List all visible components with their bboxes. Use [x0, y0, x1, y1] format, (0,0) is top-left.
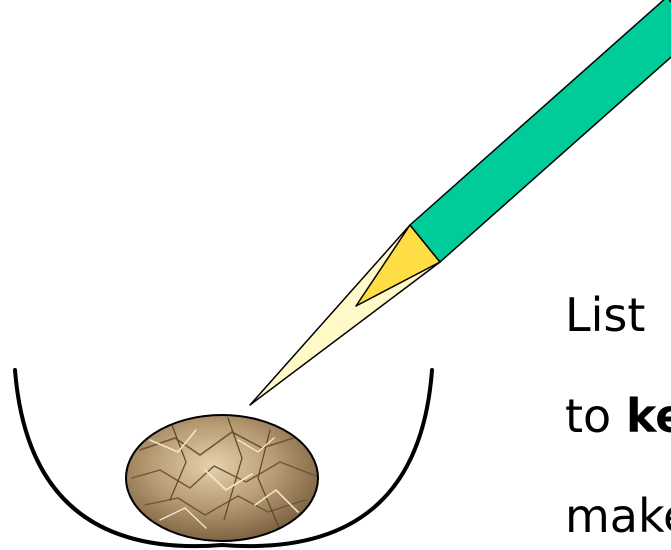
caption-line-1-text: List: [565, 288, 645, 342]
caption-line-2: to ke: [565, 393, 671, 439]
crumpled-sample-icon: [126, 415, 318, 541]
caption-line-2-rest: e: [655, 389, 671, 443]
caption-line-2-prefix: to: [565, 389, 626, 443]
caption-line-1: List: [565, 292, 645, 338]
pipette-icon: [250, 0, 671, 405]
caption-line-2-bold: k: [626, 389, 655, 443]
caption-line-3: make: [565, 493, 671, 539]
caption-line-3-text: make: [565, 489, 671, 543]
pipette-body: [410, 0, 671, 262]
